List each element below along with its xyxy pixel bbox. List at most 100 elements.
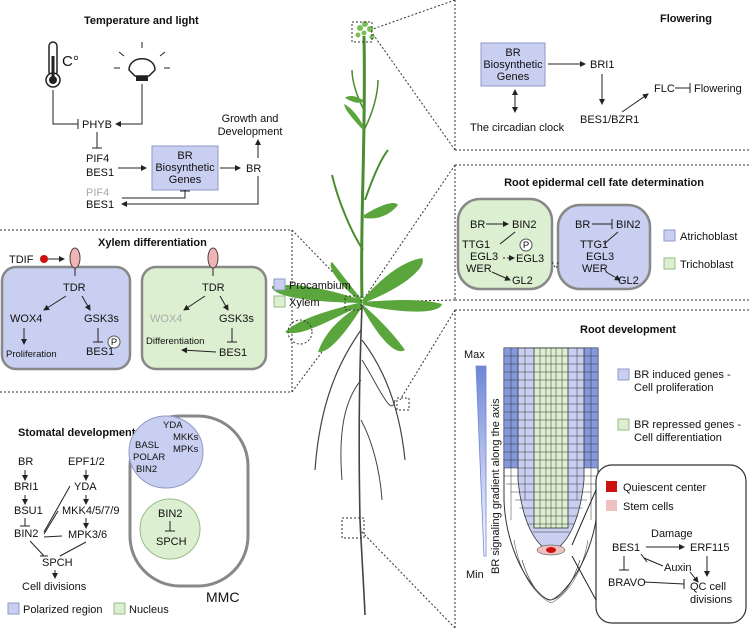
procambium-cell (0, 265, 132, 371)
legend-polarized: Polarized region (23, 604, 103, 616)
epi-left-egl3-p: EGL3 (516, 253, 544, 265)
xylem-panel: Xylem differentiation TDIF TDR WOX4 GSK3… (0, 237, 351, 371)
xylem-left-p: P (111, 337, 117, 348)
legend-repressed-line1: BR repressed genes - (634, 419, 741, 431)
root-development-panel: Root development Max Min BR signaling gr… (464, 324, 747, 624)
br-gradient-bar (475, 365, 487, 557)
epidermal-title: Root epidermal cell fate determination (504, 177, 704, 189)
qc-damage: Damage (651, 528, 693, 540)
pif4-label: PIF4 (86, 153, 109, 165)
epi-right-bin2: BIN2 (616, 219, 640, 231)
legend-induced-line1: BR induced genes - (634, 369, 731, 381)
receptor-icon (69, 247, 81, 276)
polarized-region (128, 415, 204, 489)
flowering-flc: FLC (654, 83, 675, 95)
flowering-clock: The circadian clock (470, 122, 565, 134)
legend-polarized-swatch (7, 602, 20, 615)
xylem-right-wox4: WOX4 (150, 313, 182, 325)
growth-line2: Development (218, 126, 283, 138)
epi-left-bin2: BIN2 (512, 219, 536, 231)
thermometer-icon (45, 41, 61, 88)
tdif-label: TDIF (9, 254, 34, 266)
epi-left-wer: WER (466, 263, 492, 275)
xylem-left-wox4: WOX4 (10, 313, 42, 325)
flowering-br-box-line2: Biosynthetic (483, 59, 543, 71)
xylem-title: Xylem differentiation (98, 237, 207, 249)
legend-atrichoblast-swatch (663, 229, 676, 242)
mmc-yda: YDA (163, 420, 183, 431)
flowering-flowering: Flowering (694, 83, 742, 95)
stomatal-yda: YDA (74, 481, 97, 493)
epi-left-egl3: EGL3 (470, 251, 498, 263)
nucleus-spch: SPCH (156, 536, 187, 548)
phosphate-icon (107, 335, 121, 349)
root-tip-drawing (503, 347, 599, 604)
flowering-br-box-line1: BR (505, 47, 520, 59)
epi-right-wer: WER (582, 263, 608, 275)
trichoblast-cell (456, 197, 554, 291)
flowering-br-box (480, 42, 546, 87)
celsius-label: C° (62, 53, 79, 70)
stomatal-cell-divisions: Cell divisions (22, 581, 87, 593)
phyb-label: PHYB (82, 119, 112, 131)
qc-erf115: ERF115 (690, 542, 730, 554)
legend-repressed-line2: Cell differentiation (634, 432, 722, 444)
qc-cell-line2: divisions (690, 594, 733, 606)
stomatal-bin2: BIN2 (14, 528, 38, 540)
xylem-left-bes1: BES1 (86, 346, 114, 358)
growth-line1: Growth and (222, 113, 279, 125)
xylem-left-tdr: TDR (63, 282, 86, 294)
nucleus-bin2: BIN2 (158, 508, 182, 520)
xylem-left-gsk3s: GSK3s (84, 313, 119, 325)
epi-right-egl3: EGL3 (586, 251, 614, 263)
legend-trichoblast-swatch (663, 257, 676, 270)
legend-procambium: Procambium (289, 280, 351, 292)
mmc-polar: POLAR (133, 452, 165, 463)
epi-right-br: BR (575, 219, 590, 231)
atrichoblast-cell (556, 203, 652, 291)
legend-induced-line2: Cell proliferation (634, 382, 713, 394)
stomatal-br: BR (18, 456, 33, 468)
xylem-right-tdr: TDR (202, 282, 225, 294)
flowering-bes1-bzr1: BES1/BZR1 (580, 114, 639, 126)
qc-cell-line1: QC cell (690, 581, 726, 593)
stomatal-panel: Stomatal development BR BRI1 BSU1 BIN2 E… (7, 414, 250, 616)
legend-xylem-swatch (273, 295, 286, 308)
gradient-min: Min (466, 569, 484, 581)
flowering-title: Flowering (660, 13, 712, 25)
epi-left-gl2: GL2 (512, 275, 533, 287)
flowering-panel: Flowering BR Biosynthetic Genes BRI1 BES… (470, 13, 742, 134)
epidermal-panel: Root epidermal cell fate determination B… (456, 177, 737, 291)
gradient-max: Max (464, 349, 485, 361)
epi-right-ttg1: TTG1 (580, 239, 608, 251)
br-box-line3: Genes (169, 174, 202, 186)
mmc-bin2: BIN2 (136, 464, 157, 475)
xylem-right-gsk3s: GSK3s (219, 313, 254, 325)
phosphate-icon (519, 238, 533, 252)
mmc-mkks: MKKs (173, 432, 199, 443)
epi-left-p: P (523, 240, 529, 251)
br-box-line2: Biosynthetic (155, 162, 215, 174)
stomatal-spch: SPCH (42, 557, 73, 569)
qc-inset (595, 464, 747, 624)
bes1-low-label: BES1 (86, 199, 114, 211)
br-label: BR (246, 163, 261, 175)
temperature-title: Temperature and light (84, 15, 199, 27)
stomatal-bsu1: BSU1 (14, 505, 43, 517)
light-bulb-icon (114, 42, 170, 81)
legend-nucleus: Nucleus (129, 604, 169, 616)
flowering-br-box-line3: Genes (497, 71, 530, 83)
xylem-differentiation: Differentiation (146, 336, 204, 347)
qc-auxin: Auxin (664, 562, 692, 574)
bes1-label: BES1 (86, 167, 114, 179)
stomatal-bri1: BRI1 (14, 481, 38, 493)
br-box-line1: BR (177, 150, 192, 162)
stomatal-epf: EPF1/2 (68, 456, 105, 468)
legend-atrichoblast: Atrichoblast (680, 231, 737, 243)
legend-quiescent: Quiescent center (623, 482, 706, 494)
legend-induced-swatch (617, 368, 630, 381)
legend-procambium-swatch (273, 278, 286, 291)
mmc-label: MMC (206, 589, 239, 605)
mmc-basl: BASL (135, 440, 159, 451)
